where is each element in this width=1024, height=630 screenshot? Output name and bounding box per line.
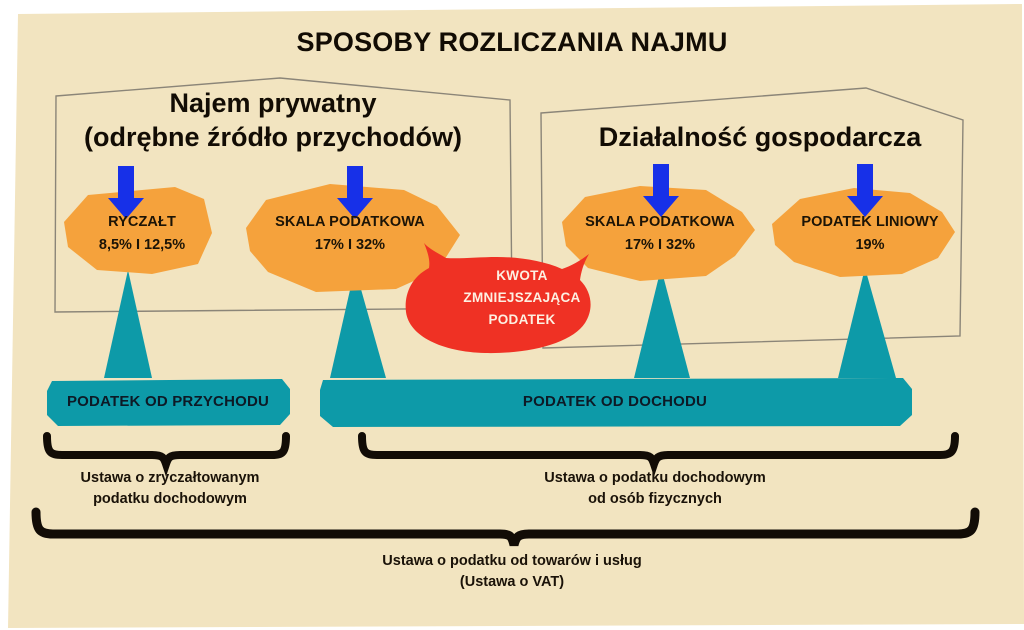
callout-line2: ZMNIEJSZAJĄCA — [463, 290, 581, 305]
down-arrow-icon-skala-prywatny — [337, 166, 373, 219]
node-label-ryczalt: RYCZAŁT — [108, 214, 176, 230]
node-label-skala-prywatny: SKALA PODATKOWA — [275, 214, 425, 230]
node-shape-podatek-liniowy[interactable] — [772, 188, 955, 277]
banner-shape-podatek-od-dochodu[interactable] — [320, 378, 912, 427]
node-shape-skala-dzialalnosc[interactable] — [562, 186, 755, 281]
curly-brace-icon-ustawa-vat — [31, 507, 980, 547]
caption-ustawa-pit-line1: Ustawa o podatku dochodowym — [544, 470, 766, 486]
node-label-podatek-liniowy: PODATEK LINIOWY — [801, 214, 939, 230]
down-arrow-icon-skala-dzialalnosc — [643, 164, 679, 217]
group-outline-private-rental — [54, 77, 513, 313]
speech-bubble-icon-kwota[interactable] — [405, 243, 591, 354]
caption-ustawa-ryczalt-line2: podatku dochodowym — [93, 491, 247, 507]
group-heading-private-rental-line1: Najem prywatny — [169, 88, 377, 118]
banner-shape-podatek-od-przychodu[interactable] — [47, 379, 290, 426]
down-arrow-icon-ryczalt — [108, 166, 144, 219]
node-rate-podatek-liniowy: 19% — [855, 237, 885, 253]
curly-brace-icon-ustawa-pit — [358, 432, 959, 477]
caption-ustawa-pit-line2: od osób fizycznych — [588, 491, 722, 507]
node-rate-ryczalt: 8,5% I 12,5% — [98, 237, 186, 253]
connector-skala-dzialalnosc — [634, 268, 690, 378]
group-heading-private-rental-line2: (odrębne źródło przychodów) — [84, 122, 462, 152]
curly-brace-icon-ustawa-ryczalt — [43, 432, 290, 477]
callout-line3: PODATEK — [488, 312, 556, 327]
caption-ustawa-vat-line1: Ustawa o podatku od towarów i usług — [382, 553, 642, 569]
caption-ustawa-ryczalt-line1: Ustawa o zryczałtowanym — [80, 470, 260, 486]
caption-ustawa-vat-line2: (Ustawa o VAT) — [459, 574, 565, 590]
banner-label-podatek-od-dochodu: PODATEK OD DOCHODU — [522, 393, 708, 410]
node-shape-ryczalt[interactable] — [64, 187, 212, 274]
node-shape-skala-prywatny[interactable] — [246, 184, 460, 292]
node-rate-skala-prywatny: 17% I 32% — [314, 237, 386, 253]
down-arrow-icon-podatek-liniowy — [847, 164, 883, 217]
node-rate-skala-dzialalnosc: 17% I 32% — [624, 237, 696, 253]
group-heading-business-activity: Działalność gospodarcza — [598, 122, 922, 152]
banner-label-podatek-od-przychodu: PODATEK OD PRZYCHODU — [66, 393, 270, 410]
page-title: SPOSOBY ROZLICZANIA NAJMU — [296, 27, 728, 57]
connector-skala-prywatny — [330, 268, 386, 378]
connector-podatek-liniowy — [838, 268, 896, 378]
callout-line1: KWOTA — [496, 268, 548, 283]
connector-ryczalt — [104, 270, 152, 378]
node-label-skala-dzialalnosc: SKALA PODATKOWA — [585, 214, 735, 230]
